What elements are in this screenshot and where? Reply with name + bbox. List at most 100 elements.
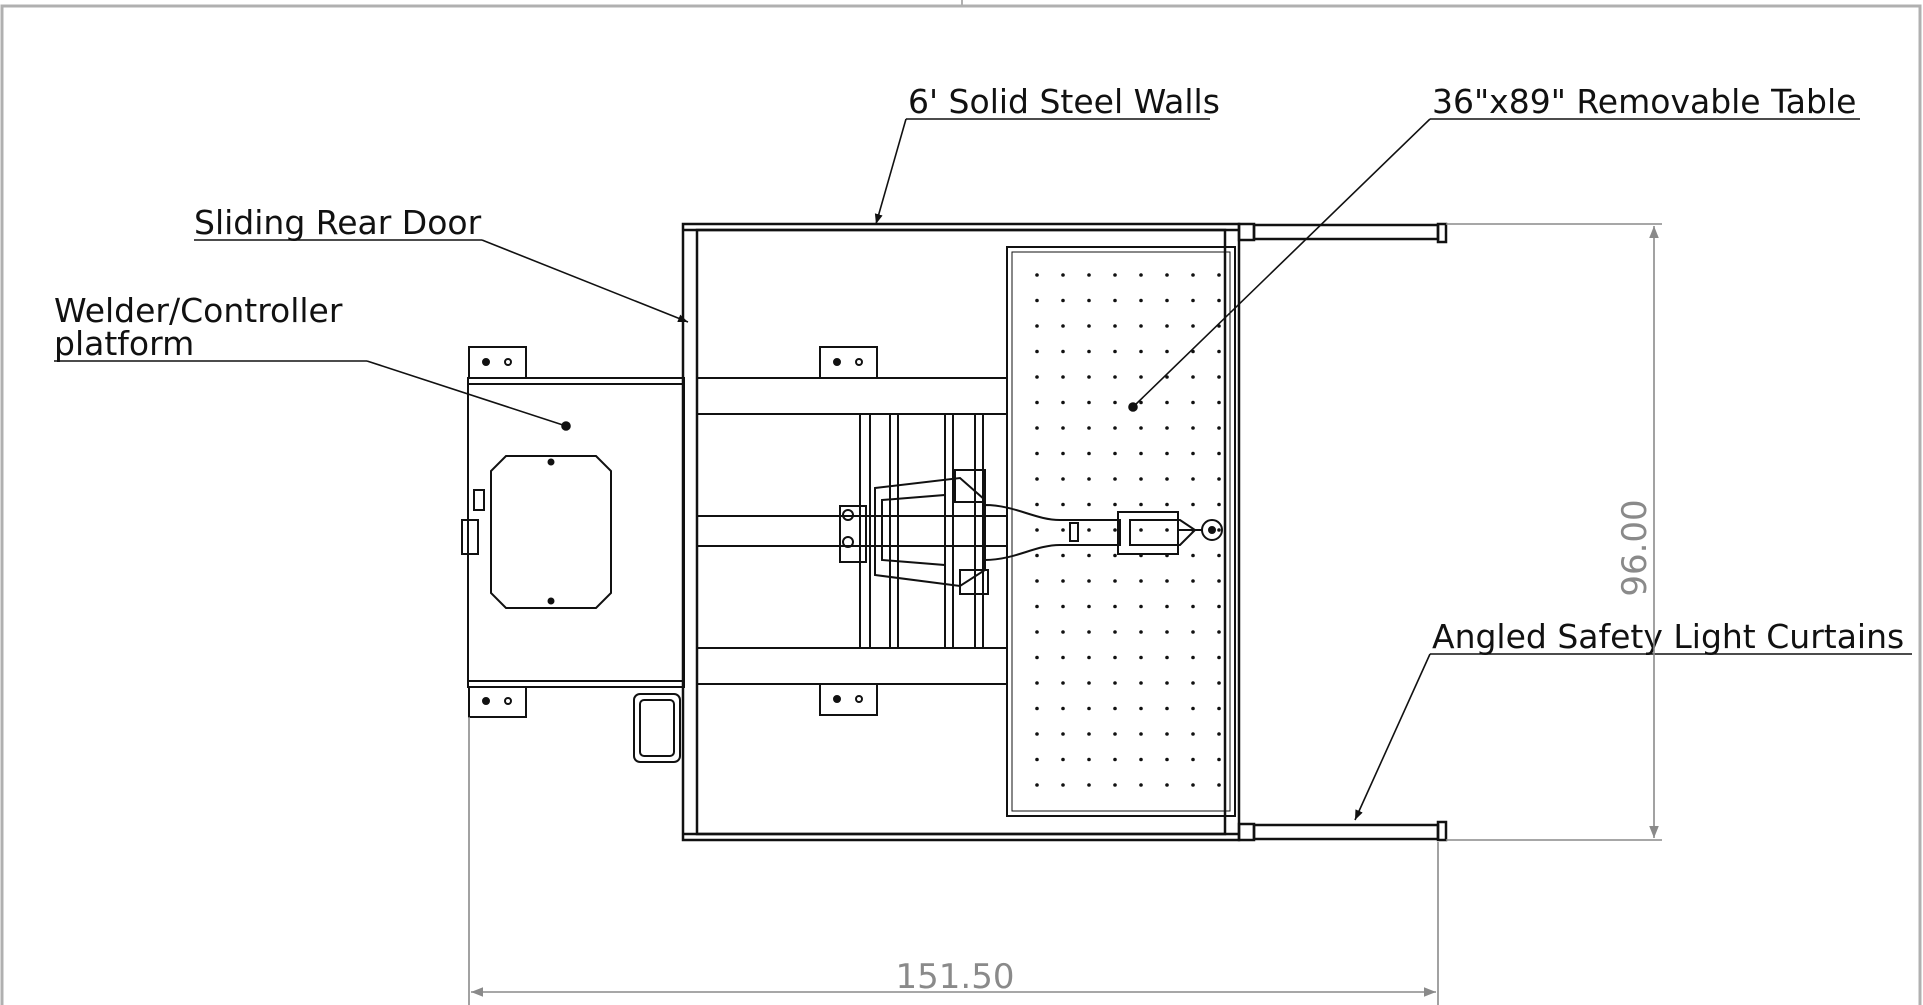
table-hole [1165,349,1169,354]
table-hole [1061,681,1065,685]
table-hole [1191,681,1195,685]
table-hole [1139,757,1143,762]
table-hole [1035,426,1039,430]
table-hole [1113,349,1117,354]
table-hole [1113,400,1117,405]
table-hole [1035,298,1039,303]
table-hole [1087,298,1091,303]
table-hole [1035,349,1039,354]
table-hole [1165,528,1169,532]
table-hole [1139,477,1143,481]
table-hole [1061,579,1065,583]
table-hole [1087,375,1091,379]
table-hole [1113,298,1117,303]
table-hole [1061,757,1065,762]
table-hole [1139,400,1143,405]
table-hole [1087,349,1091,354]
table-hole [1139,783,1143,787]
table-hole [1035,375,1039,379]
table-hole [1139,502,1143,507]
table-hole [1113,604,1117,609]
table-hole [1087,681,1091,685]
table-hole [1217,757,1221,762]
table-hole [1087,757,1091,762]
callout-welder-line1: Welder/Controller [54,291,343,330]
table-hole [1113,324,1117,328]
table-hole [1061,375,1065,379]
table-hole [1139,298,1143,303]
table-hole [1165,324,1169,328]
table-hole [1035,502,1039,507]
table-hole [1217,528,1221,532]
table-hole [1165,579,1169,583]
callout-welder-line2: platform [54,324,194,363]
table-hole [1061,502,1065,507]
table-hole [1165,757,1169,762]
table-hole [1165,681,1169,685]
table-hole [1165,451,1169,456]
robot-base-frame [696,346,1008,716]
table-hole [1113,553,1117,558]
table-hole [1191,553,1195,558]
table-hole [1191,426,1195,430]
callout-light-curtains: Angled Safety Light Curtains [1432,617,1904,656]
table-hole [1113,783,1117,787]
table-hole [1113,630,1117,634]
table-hole [1061,477,1065,481]
table-hole [1165,298,1169,303]
table-hole [1061,426,1065,430]
table-hole [1217,732,1221,736]
table-hole [1217,298,1221,303]
welder-controller-platform [461,346,685,763]
table-hole [1087,426,1091,430]
table-hole [1217,579,1221,583]
table-hole [1113,579,1117,583]
table-hole [1113,426,1117,430]
table-hole [1087,400,1091,405]
table-hole [1139,324,1143,328]
table-hole [1217,349,1221,354]
table-hole [1217,681,1221,685]
table-hole [1061,732,1065,736]
table-hole-pattern [1035,273,1221,787]
table-hole [1191,783,1195,787]
width-dimension-value: 151.50 [896,957,1015,997]
table-hole [1165,426,1169,430]
table-hole [1061,349,1065,354]
table-hole [1061,553,1065,558]
table-hole [1061,298,1065,303]
table-hole [1113,681,1117,685]
table-hole [1035,732,1039,736]
table-hole [1035,681,1039,685]
table-hole [1191,706,1195,711]
table-hole [1087,324,1091,328]
table-hole [1113,732,1117,736]
robot-arm [839,469,1223,595]
table-hole [1191,757,1195,762]
table-hole [1139,349,1143,354]
table-hole [1087,732,1091,736]
table-hole [1035,324,1039,328]
table-hole [1035,655,1039,660]
table-hole [1139,273,1143,277]
table-hole [1217,375,1221,379]
table-hole [1165,273,1169,277]
table-hole [1217,553,1221,558]
table-hole [1061,400,1065,405]
table-hole [1087,273,1091,277]
table-hole [1217,630,1221,634]
table-hole [1165,783,1169,787]
table-hole [1113,451,1117,456]
table-hole [1139,630,1143,634]
table-hole [1139,732,1143,736]
table-hole [1191,655,1195,660]
table-hole [1191,324,1195,328]
steel-walls [681,222,1241,842]
table-hole [1165,502,1169,507]
table-hole [1061,783,1065,787]
table-hole [1035,757,1039,762]
table-hole [1191,400,1195,405]
callout-rear-door: Sliding Rear Door [194,203,482,242]
table-hole [1217,477,1221,481]
